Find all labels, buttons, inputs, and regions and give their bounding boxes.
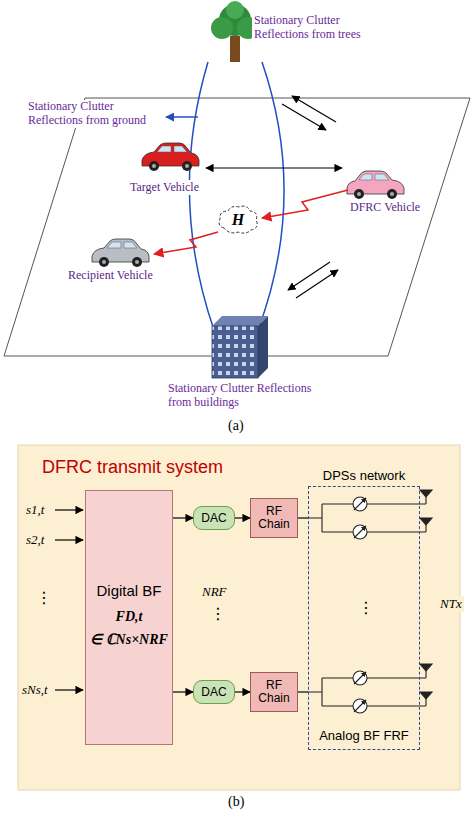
input-arrow [55,539,83,540]
connector [298,691,308,692]
phase-shifter-network [353,699,367,713]
vehicle-label: DFRC Vehicle [348,200,422,215]
input-arrow [55,510,83,690]
recipient-vehicle [92,239,149,267]
node-text: DFRC transmit system [42,457,223,478]
signal-label: s1,t [24,502,46,518]
connector [235,691,250,692]
comm-link [262,190,348,218]
ground-plane [4,98,470,356]
phase-shifter-network [425,671,426,678]
input-arrow [55,689,83,690]
phase-shifter-network [322,531,426,532]
sensing-arrow [282,104,326,130]
phase-shifter-network [308,490,432,713]
vehicle-label: Target Vehicle [128,180,201,195]
subfigure-label: (a) [226,418,246,434]
connector [173,691,193,692]
count-label: NTx [438,596,464,612]
node-text: FD,t [116,609,143,625]
signal-label: sNs,t [20,682,50,698]
comm-link [154,190,348,254]
clutter-label: Stationary Clutter Reflections from buil… [166,382,318,410]
dac-box: DAC [193,680,235,704]
node-text: H [232,211,244,229]
phase-shifter-network [353,525,367,539]
phase-shifter-network [322,705,426,706]
dfrc-vehicle [347,171,404,199]
phase-shifter-network [354,672,366,684]
analog-network: DPSs networkAnalog BF FRF [308,486,420,750]
dac-box: DAC [193,506,235,530]
ellipsis: ⋮ [208,604,228,623]
node-text: RF Chain [254,505,294,531]
phase-shifter-network [353,497,367,511]
sensing-arrow [288,262,330,290]
clutter-curve [258,62,284,330]
clutter-curve [189,62,214,330]
pointer-arrow [166,116,198,118]
phase-shifter-network [425,699,426,706]
channel-cloud: H [216,204,260,236]
phase-shifter-network [420,490,432,497]
input-arrow [55,509,83,510]
building-icon [212,316,268,378]
node-text: Analog BF FRF [317,728,411,743]
tree-icon [226,1,244,19]
rf-chain: RF Chain [250,672,298,712]
phase-shifter-network [425,497,426,504]
rf-chain: RF Chain [250,498,298,538]
connector [298,517,308,518]
count-label: NRF [200,584,229,600]
sensing-arrow [296,270,338,298]
phase-shifter-network [354,526,366,538]
tree-icon [230,36,240,62]
connector [235,517,250,518]
phase-shifter-network [354,498,366,510]
node-text: DAC [201,685,226,699]
target-vehicle [142,143,199,171]
sensing-arrow [206,167,342,168]
phase-shifter-network [420,692,432,699]
ellipsis: ⋮ [34,588,54,607]
clutter-label: Stationary Clutter Reflections from grou… [26,100,164,128]
tree-icon [211,17,233,39]
phase-shifter-network [322,503,426,504]
phase-shifter-network [420,664,432,671]
connector [173,517,193,518]
digital-beamformer: Digital BF FD,t ∈ ℂNs×NRF [85,490,173,745]
panel-background [18,445,460,790]
node-text: DPSs network [323,468,405,483]
subfigure-label: (b) [226,794,246,810]
clutter-curve [189,62,284,330]
sensing-arrow [292,96,336,122]
node-text: DAC [201,511,226,525]
phase-shifter-network [353,671,367,685]
phase-shifter-network [425,525,426,532]
phase-shifter-network [308,504,322,532]
phase-shifter-network [420,518,432,525]
node-text: Digital BF [96,582,161,599]
cloud-shape [219,206,257,233]
signal-label: s2,t [24,532,46,548]
comm-link [154,232,218,254]
phase-shifter-network [308,678,322,706]
system-panel: DFRC transmit systemDigital BF FD,t ∈ ℂNs×… [18,445,460,790]
clutter-label: Stationary Clutter Reflections from tree… [252,14,380,42]
building-icon [212,326,258,378]
node-text: ∈ ℂNs×NRF [90,631,168,648]
phase-shifter-network [322,677,426,678]
building-icon [258,316,268,378]
vehicle-label: Recipient Vehicle [66,268,155,283]
node-text: RF Chain [254,679,294,705]
ellipsis: ⋮ [356,598,376,617]
phase-shifter-network [354,700,366,712]
